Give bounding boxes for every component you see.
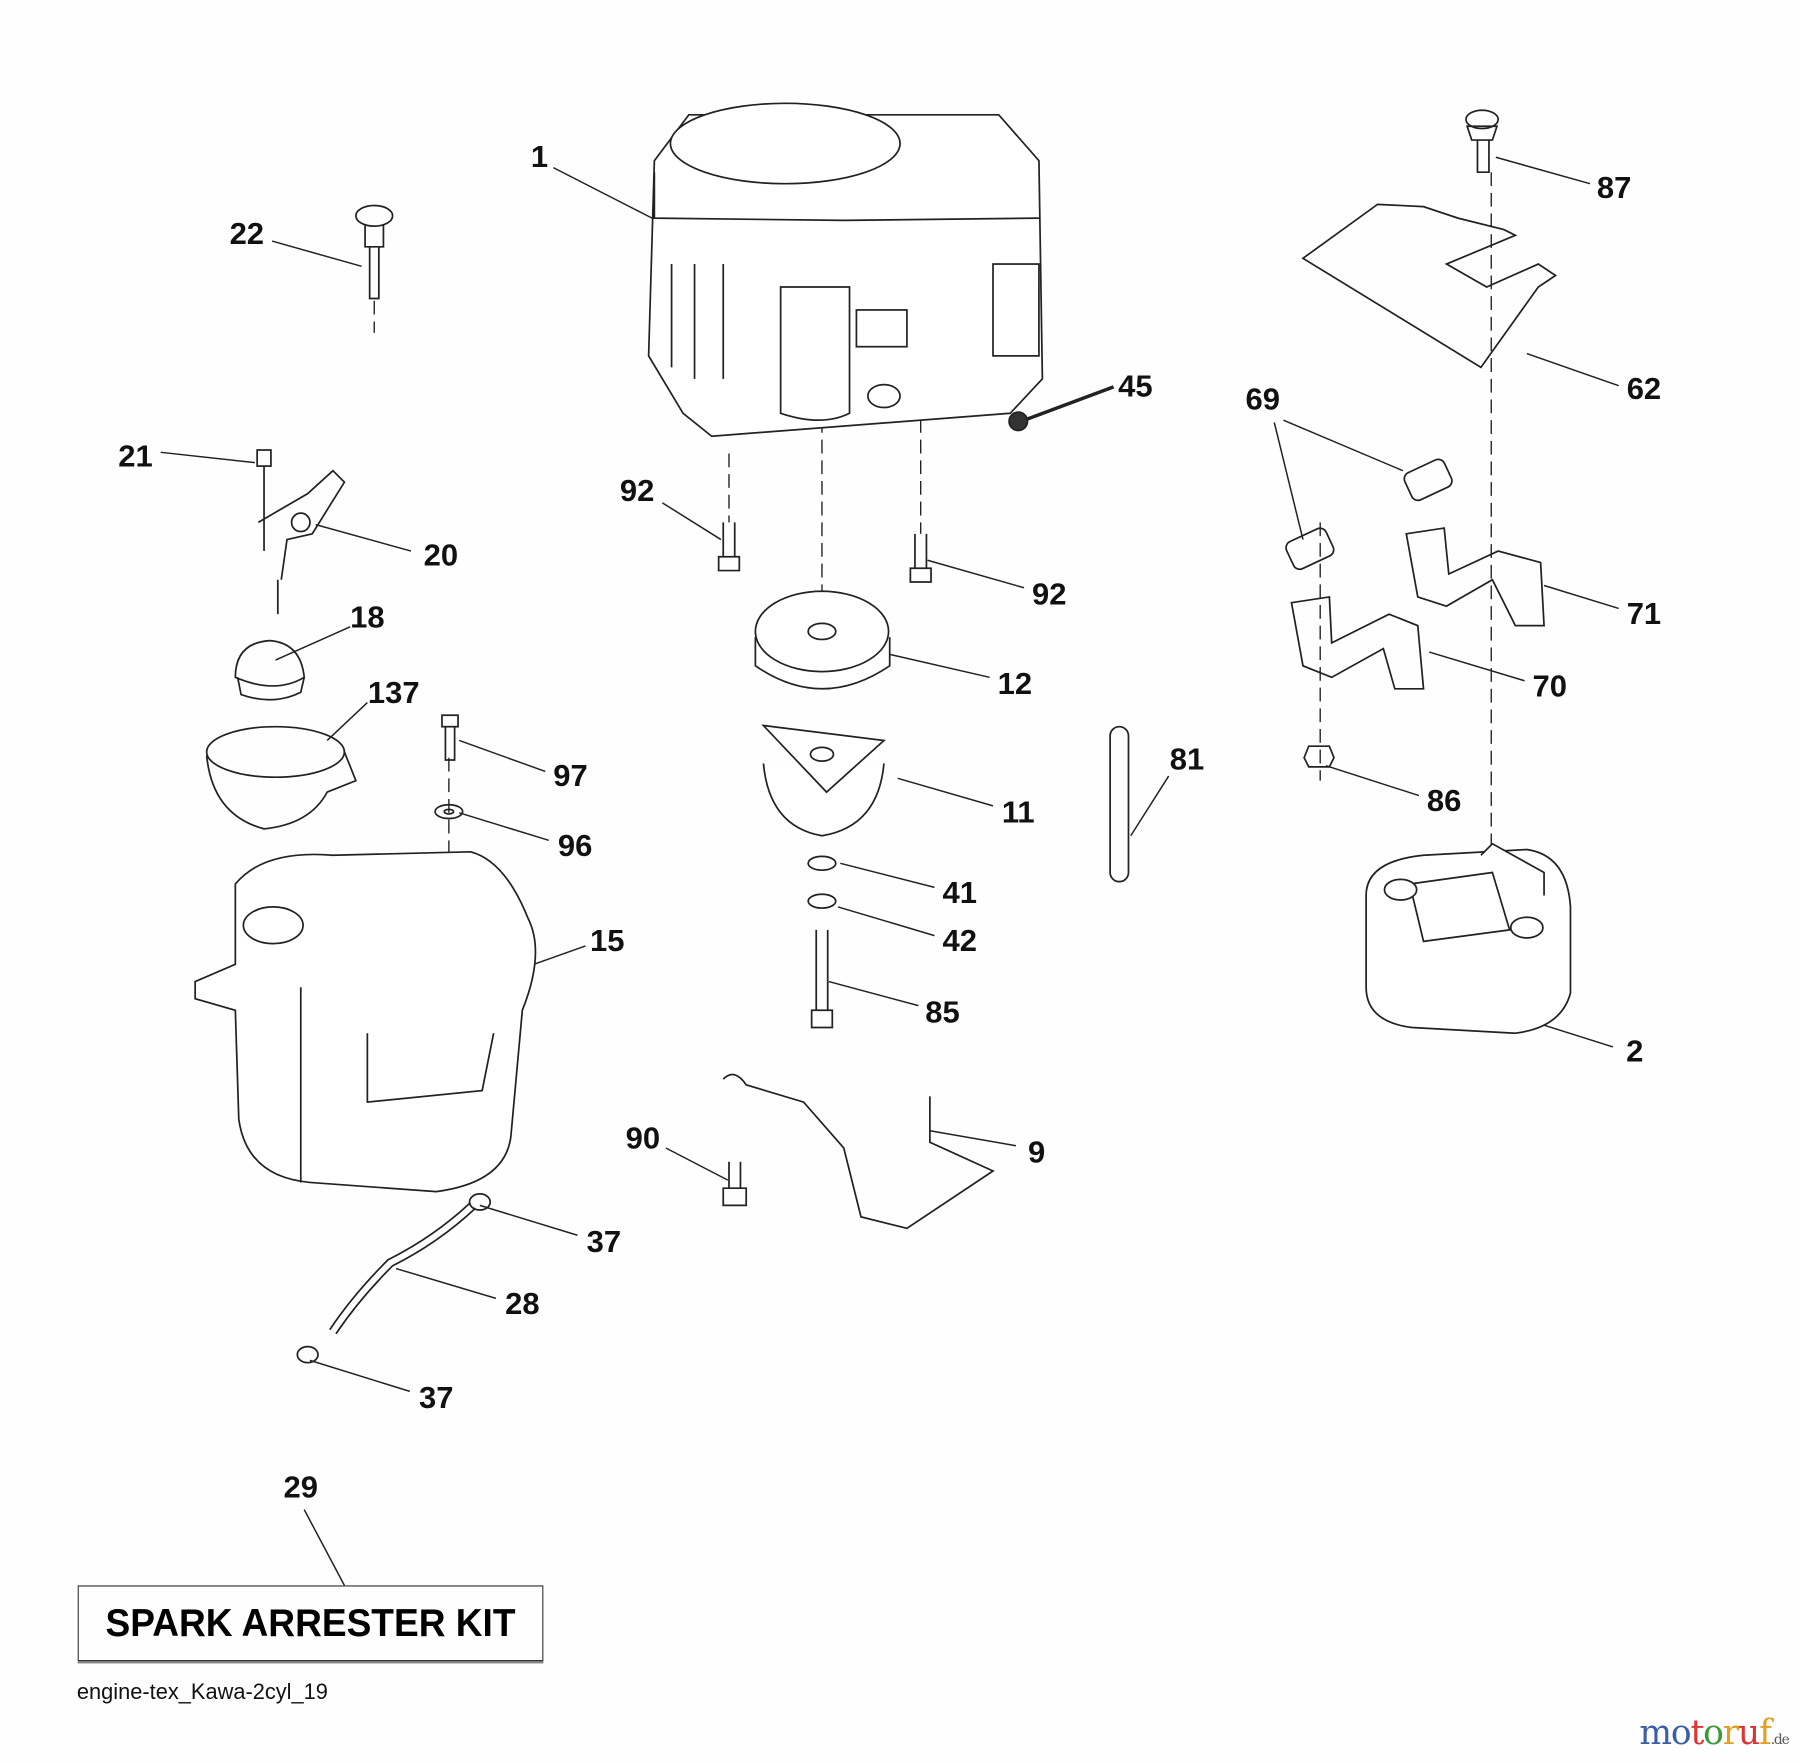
clutch-bolt xyxy=(810,929,834,1029)
shield-screw xyxy=(1465,109,1500,174)
callout-11: 11 xyxy=(1001,794,1035,830)
assembly-axes xyxy=(373,172,1492,1080)
watermark-letter: r xyxy=(1722,1712,1739,1753)
callout-9: 9 xyxy=(1028,1134,1046,1170)
washer-41 xyxy=(807,855,837,872)
tube xyxy=(1109,725,1130,883)
callout-37: 37 xyxy=(586,1224,622,1259)
callout-45: 45 xyxy=(1118,369,1153,404)
bolts xyxy=(717,522,932,583)
watermark-letter: o xyxy=(1703,1712,1724,1753)
callout-1: 1 xyxy=(530,139,549,174)
callout-137: 137 xyxy=(367,675,420,711)
callout-62: 62 xyxy=(1626,371,1662,406)
callout-92b: 92 xyxy=(1032,576,1067,612)
callout-92: 92 xyxy=(619,473,655,508)
callout-97: 97 xyxy=(553,758,588,793)
callout-18: 18 xyxy=(350,599,385,635)
pulley xyxy=(754,590,891,690)
callout-28: 28 xyxy=(505,1286,540,1321)
throttle-control xyxy=(256,449,346,615)
watermark-logo: motoruf.de xyxy=(1639,1712,1789,1753)
bolt-90 xyxy=(722,1161,748,1207)
watermark-letter: f xyxy=(1759,1712,1772,1753)
callout-20: 20 xyxy=(423,537,459,573)
watermark-letter: o xyxy=(1670,1712,1692,1753)
muffler xyxy=(1365,842,1572,1035)
exhaust-pipe-70 xyxy=(1290,595,1425,690)
callout-85: 85 xyxy=(925,994,960,1030)
choke-knob xyxy=(355,204,394,300)
drawing-code: engine-tex_Kawa-2cyl_19 xyxy=(76,1680,328,1705)
filler-cup xyxy=(205,725,357,830)
callout-37b: 37 xyxy=(418,1380,454,1415)
callout-15: 15 xyxy=(590,923,625,959)
callout-70: 70 xyxy=(1532,668,1568,704)
callout-86: 86 xyxy=(1426,783,1462,818)
washer-42 xyxy=(807,893,837,909)
spark-arrester-kit-box: SPARK ARRESTER KIT xyxy=(77,1585,544,1662)
callout-41: 41 xyxy=(942,875,977,910)
watermark-letter: u xyxy=(1738,1712,1760,1753)
exhaust-pipe-71 xyxy=(1405,527,1545,627)
callout-29: 29 xyxy=(283,1470,319,1505)
callout-90: 90 xyxy=(625,1121,661,1156)
watermark-letter: t xyxy=(1690,1712,1704,1753)
callout-69: 69 xyxy=(1245,381,1281,417)
callout-21: 21 xyxy=(118,439,153,474)
leader-lines xyxy=(160,156,1619,1586)
callout-12: 12 xyxy=(997,666,1033,701)
electric-clutch xyxy=(761,724,886,837)
engine xyxy=(647,102,1044,438)
screw-97 xyxy=(441,714,459,761)
washer-96 xyxy=(434,803,464,820)
callout-71: 71 xyxy=(1626,596,1662,631)
heat-shield xyxy=(1301,203,1558,369)
callout-22: 22 xyxy=(229,216,265,251)
callout-96: 96 xyxy=(557,828,593,863)
callout-87: 87 xyxy=(1596,170,1632,205)
callout-81: 81 xyxy=(1169,742,1205,777)
fuel-cap xyxy=(234,639,306,701)
nut-86 xyxy=(1303,745,1335,768)
gaskets xyxy=(1285,458,1453,571)
watermark-letter: m xyxy=(1639,1712,1672,1753)
fuel-tank xyxy=(194,850,537,1193)
fuel-hose xyxy=(329,1202,477,1335)
clutch-bracket xyxy=(722,1073,995,1230)
callout-42: 42 xyxy=(942,923,977,959)
hose-clamp xyxy=(296,1193,492,1364)
callout-2: 2 xyxy=(1626,1033,1644,1069)
